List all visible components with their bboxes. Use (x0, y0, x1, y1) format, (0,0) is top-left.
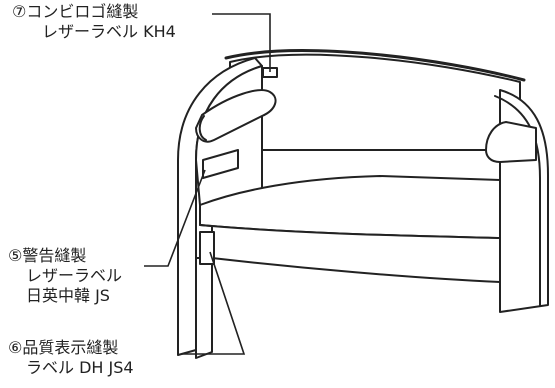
callout-quality: ⑥品質表示縫製 ラベル DH JS4 (8, 338, 134, 378)
callout-warning-line2: レザーラベル (26, 266, 123, 285)
front-base (195, 257, 213, 359)
callout-quality-line1: ⑥品質表示縫製 (8, 338, 119, 357)
leader-line-combi-logo (212, 13, 271, 72)
right-armrest (485, 121, 537, 163)
callout-quality-line2: ラベル DH JS4 (26, 358, 134, 377)
left-armrest-end (198, 115, 207, 141)
leader-line-quality (182, 251, 246, 355)
warning-label-patch (202, 149, 239, 179)
callout-warning-line3: 日英中韓 JS (26, 286, 110, 305)
callout-warning: ⑤警告縫製 レザーラベル 日英中韓 JS (8, 246, 122, 306)
leader-line-warning (144, 169, 206, 267)
callout-combi-logo: ⑦コンビロゴ縫製 レザーラベル KH4 (12, 2, 176, 42)
callout-combi-logo-line1: ⑦コンビロゴ縫製 (12, 2, 139, 21)
callout-warning-line1: ⑤警告縫製 (8, 246, 87, 265)
left-armrest (195, 89, 277, 143)
callout-combi-logo-line2: レザーラベル KH4 (42, 22, 176, 41)
back-panel (229, 53, 521, 151)
back-panel-top-edge (224, 49, 526, 82)
